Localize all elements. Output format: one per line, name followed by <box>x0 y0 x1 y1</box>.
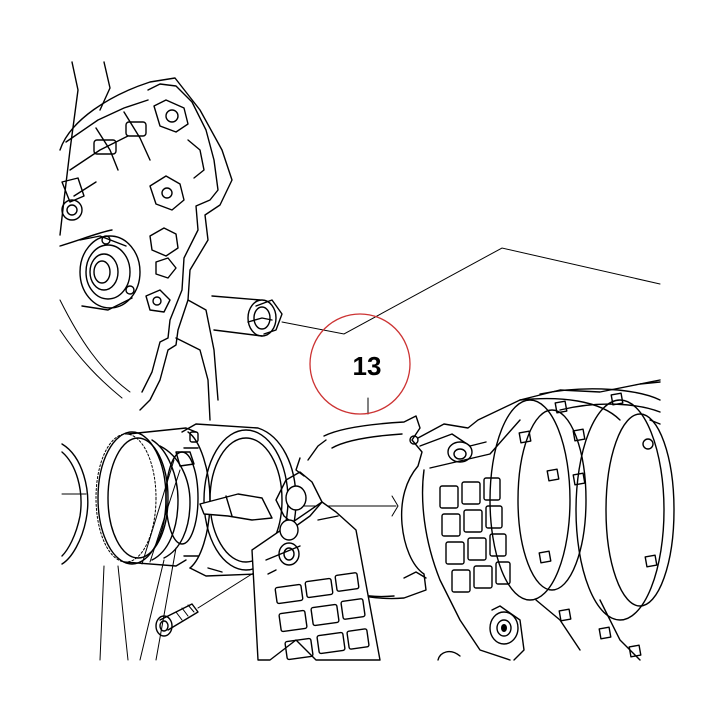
lever-arm <box>199 493 273 521</box>
crankcase-housing <box>59 61 233 421</box>
gasket-plate <box>295 415 427 600</box>
leader-line <box>281 247 661 415</box>
flywheel-ring-gear <box>95 427 199 661</box>
callout-13: 13 <box>309 313 411 415</box>
callout-circle <box>309 313 411 415</box>
cylinder-block <box>417 379 675 661</box>
callout-label: 13 <box>353 351 382 381</box>
slotted-bracket <box>251 471 381 661</box>
block-fin-grid <box>439 477 511 593</box>
end-cover <box>61 443 89 565</box>
dowel-sleeve <box>211 295 283 337</box>
